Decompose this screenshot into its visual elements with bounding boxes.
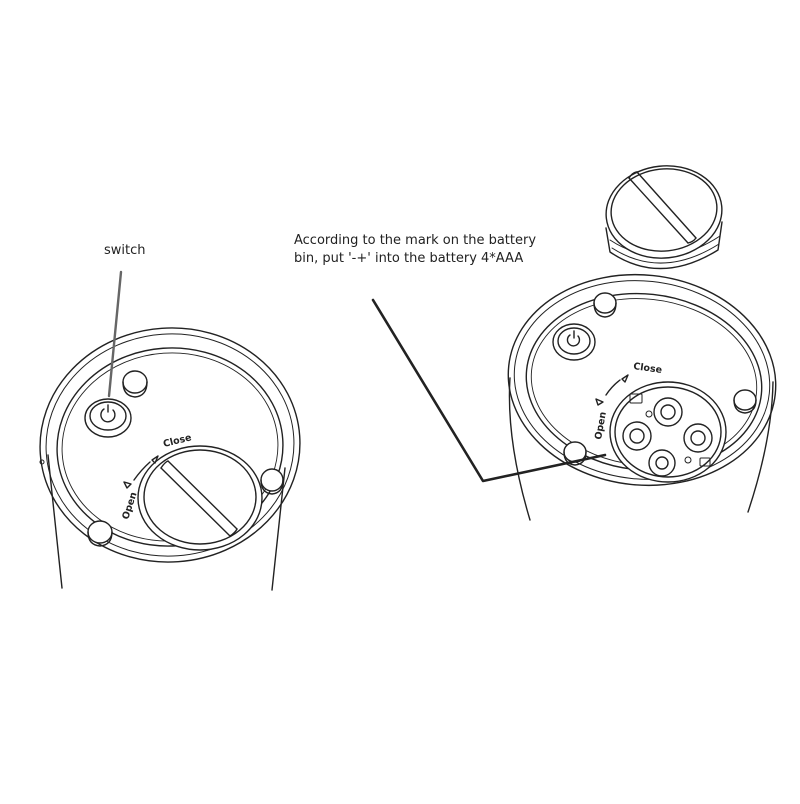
left-battery-cap [137, 445, 263, 551]
left-post [260, 468, 284, 495]
battery-leader-line [371, 298, 607, 483]
cap-groove [628, 177, 689, 244]
right-post [593, 292, 617, 318]
arrow-left-icon [123, 461, 151, 489]
battery-instruction: According to the mark on the battery bin… [294, 232, 536, 268]
cap-groove [160, 467, 231, 537]
switch-label: switch [104, 243, 146, 258]
open-mark: Open [120, 491, 139, 521]
detached-battery-cap [605, 165, 723, 270]
right-post [733, 389, 757, 414]
left-device: Open Close [39, 327, 301, 591]
battery-cell [648, 449, 676, 477]
left-outer-rim [39, 327, 301, 563]
arrow-right-icon [621, 374, 629, 383]
battery-cell [653, 397, 683, 427]
battery-cell [622, 421, 652, 451]
battery-instruction-line-1: According to the mark on the battery [294, 233, 537, 248]
left-post [122, 370, 148, 398]
cap-groove [167, 460, 238, 530]
right-body-side [508, 377, 531, 521]
switch-leader-line [107, 270, 123, 398]
arrow-left-icon [595, 379, 621, 406]
cap-groove [636, 171, 697, 239]
battery-instruction-line-2: bin, put '-+' into the battery 4*AAA [294, 251, 524, 266]
left-outer-rim-inner [45, 333, 295, 557]
right-body-side [747, 381, 774, 513]
left-post [87, 520, 113, 547]
right-power-switch [552, 323, 596, 361]
power-icon [566, 330, 581, 347]
open-mark: Open [593, 411, 609, 441]
close-mark: Close [633, 361, 663, 376]
left-rim-dot [39, 459, 45, 465]
right-outer-rim-inner [513, 280, 771, 480]
right-device: Open Close [507, 273, 777, 521]
battery-compartment [609, 381, 727, 483]
power-icon [100, 404, 116, 423]
left-power-switch [84, 398, 132, 438]
battery-cell [683, 423, 713, 453]
arrow-right-icon [151, 455, 159, 464]
right-outer-rim [507, 273, 777, 487]
